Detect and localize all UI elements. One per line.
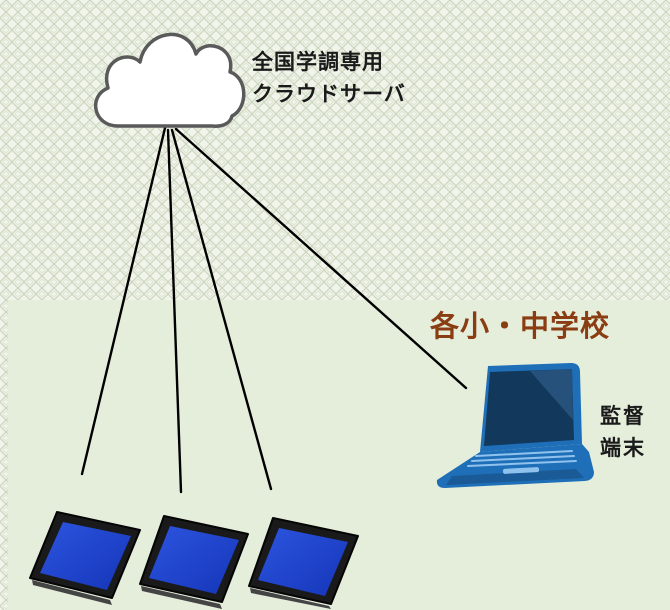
- cloud-server-label: 全国学調専用 クラウドサーバ: [252, 46, 406, 110]
- monitor-terminal-label: 監督 端末: [600, 400, 646, 464]
- monitor-terminal-label-line2: 端末: [600, 436, 646, 460]
- connection-line-tablet-1: [80, 126, 167, 476]
- cloud-icon: [93, 32, 246, 128]
- connection-line-tablet-3: [170, 128, 273, 491]
- cloud-server-label-line1: 全国学調専用: [252, 50, 384, 74]
- connection-line-tablet-2: [166, 128, 183, 494]
- monitor-terminal-label-line1: 監督: [600, 404, 646, 428]
- laptop-icon: [436, 363, 594, 488]
- tablet-icon: [139, 515, 249, 609]
- cloud-server-label-line2: クラウドサーバ: [252, 82, 406, 106]
- connection-line-laptop: [174, 127, 468, 390]
- tablet-icon: [29, 511, 141, 605]
- school-label: 各小・中学校: [430, 309, 611, 343]
- connection-lines: [80, 126, 468, 494]
- tablet-icon: [248, 517, 359, 609]
